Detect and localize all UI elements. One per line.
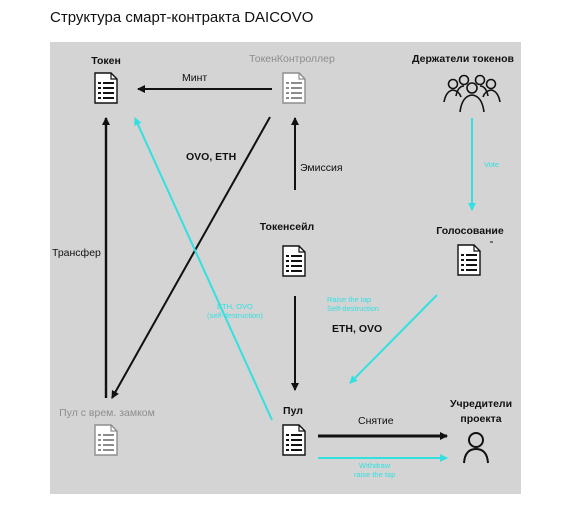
person-icon bbox=[463, 432, 489, 464]
token-controller-document-icon bbox=[282, 72, 306, 104]
voting-document-icon bbox=[457, 244, 481, 276]
pool-document-icon bbox=[282, 424, 306, 456]
node-founders: Учредители проекта bbox=[449, 398, 513, 426]
token-document-icon bbox=[94, 72, 118, 104]
people-group-icon bbox=[443, 74, 501, 113]
arrow-ovo-eth bbox=[111, 116, 271, 399]
diagram-title: Структура смарт-контракта DAICOVO bbox=[50, 9, 314, 26]
timelock-pool-document-icon bbox=[94, 424, 118, 456]
node-token-controller: ТокенКонтроллер bbox=[249, 53, 335, 65]
cyan-label-self-destruction: ETH, OVO (self-destruction) bbox=[207, 302, 263, 320]
edge-label-emission: Эмиссия bbox=[300, 162, 343, 174]
edge-label-eth-ovo: ETH, OVO bbox=[332, 323, 383, 335]
node-tokensale: Токенсейл bbox=[259, 221, 315, 233]
tokensale-document-icon bbox=[282, 245, 306, 277]
cyan-arrow-self-destruction bbox=[134, 117, 273, 421]
cyan-label-withdraw-raise: Withdraw raise the tap bbox=[354, 461, 396, 479]
cyan-label-vote: Vote bbox=[484, 160, 500, 169]
node-token: Токен bbox=[91, 55, 121, 67]
node-voting: Голосование bbox=[436, 225, 504, 237]
cyan-arrow-raise-tap bbox=[349, 294, 438, 384]
node-holders: Держатели токенов bbox=[412, 53, 514, 65]
node-pool: Пул bbox=[283, 405, 303, 417]
edge-label-withdraw: Снятие bbox=[358, 415, 394, 427]
edge-label-transfer: Трансфер bbox=[52, 247, 101, 259]
cyan-label-raise-tap: Raise the tap Self-destruction bbox=[327, 295, 380, 313]
node-timelock-pool: Пул с врем. замком bbox=[59, 407, 155, 419]
edge-label-mint: Минт bbox=[182, 72, 208, 84]
edge-label-ovo-eth: OVO, ETH bbox=[186, 151, 237, 163]
